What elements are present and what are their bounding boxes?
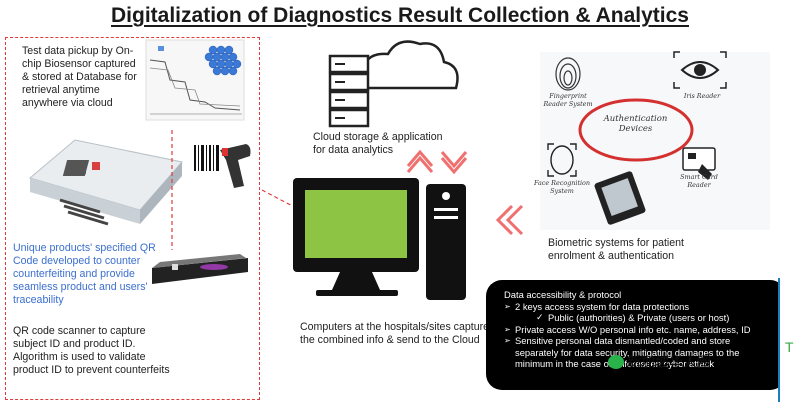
- authentication-ellipse: [578, 98, 694, 162]
- test-kit-device-image: [28, 139, 183, 226]
- fingerprint-reader-label: Fingerprint Reader System: [543, 92, 593, 108]
- biometric-devices-image: [540, 51, 770, 230]
- cloud-storage-text: Cloud storage & application for data ana…: [313, 131, 443, 156]
- qr-code-text: Unique products' specified QR Code devel…: [13, 242, 156, 306]
- edge-char: T: [785, 339, 794, 355]
- protocol-subitem: Public (authorities) & Private (users or…: [504, 312, 776, 324]
- authentication-devices-label: Authentication Devices: [603, 114, 668, 134]
- left-arrows: [495, 204, 524, 236]
- smart-card-icon: [682, 147, 716, 180]
- biosensor-pickup-text: Test data pickup by On-chip Biosensor ca…: [22, 45, 137, 109]
- page-title: Digitalization of Diagnostics Result Col…: [111, 4, 689, 27]
- wechat-logo-icon: [608, 355, 624, 369]
- computer-capture-text: Computers at the hospitals/sites capture…: [300, 321, 490, 346]
- fingerprint-icon: [555, 57, 581, 91]
- face-recognition-icon: [547, 143, 577, 177]
- biosensor-graph-image: [145, 39, 245, 121]
- reader-device-icon: [594, 171, 646, 225]
- test-strip-image: [152, 254, 248, 284]
- protocol-item: 2 keys access system for data protection…: [504, 301, 776, 313]
- protocol-heading: Data accessibility & protocol: [504, 289, 622, 300]
- watermark-text: 新加坡华人圈: [627, 355, 711, 371]
- protocol-item: Private access W/O personal info etc. na…: [504, 324, 776, 336]
- qr-scanner-text: QR code scanner to capture subject ID an…: [13, 325, 170, 376]
- biosensor-panel: [5, 37, 260, 400]
- cloud-server-icon: [328, 40, 459, 128]
- iris-reader-label: Iris Reader: [683, 92, 721, 100]
- edge-strip: [778, 278, 800, 402]
- iris-eye-icon: [673, 51, 727, 89]
- upload-download-arrows: [406, 149, 468, 175]
- smart-card-reader-label: Smart Card Reader: [680, 173, 718, 189]
- data-protocol-box: Data accessibility & protocol 2 keys acc…: [486, 280, 786, 390]
- barcode-scanner-image: [194, 144, 251, 188]
- face-recognition-label: Face Recognition System: [533, 179, 591, 195]
- biometric-caption: Biometric systems for patient enrolment …: [548, 237, 684, 262]
- computer-icon: [293, 178, 466, 300]
